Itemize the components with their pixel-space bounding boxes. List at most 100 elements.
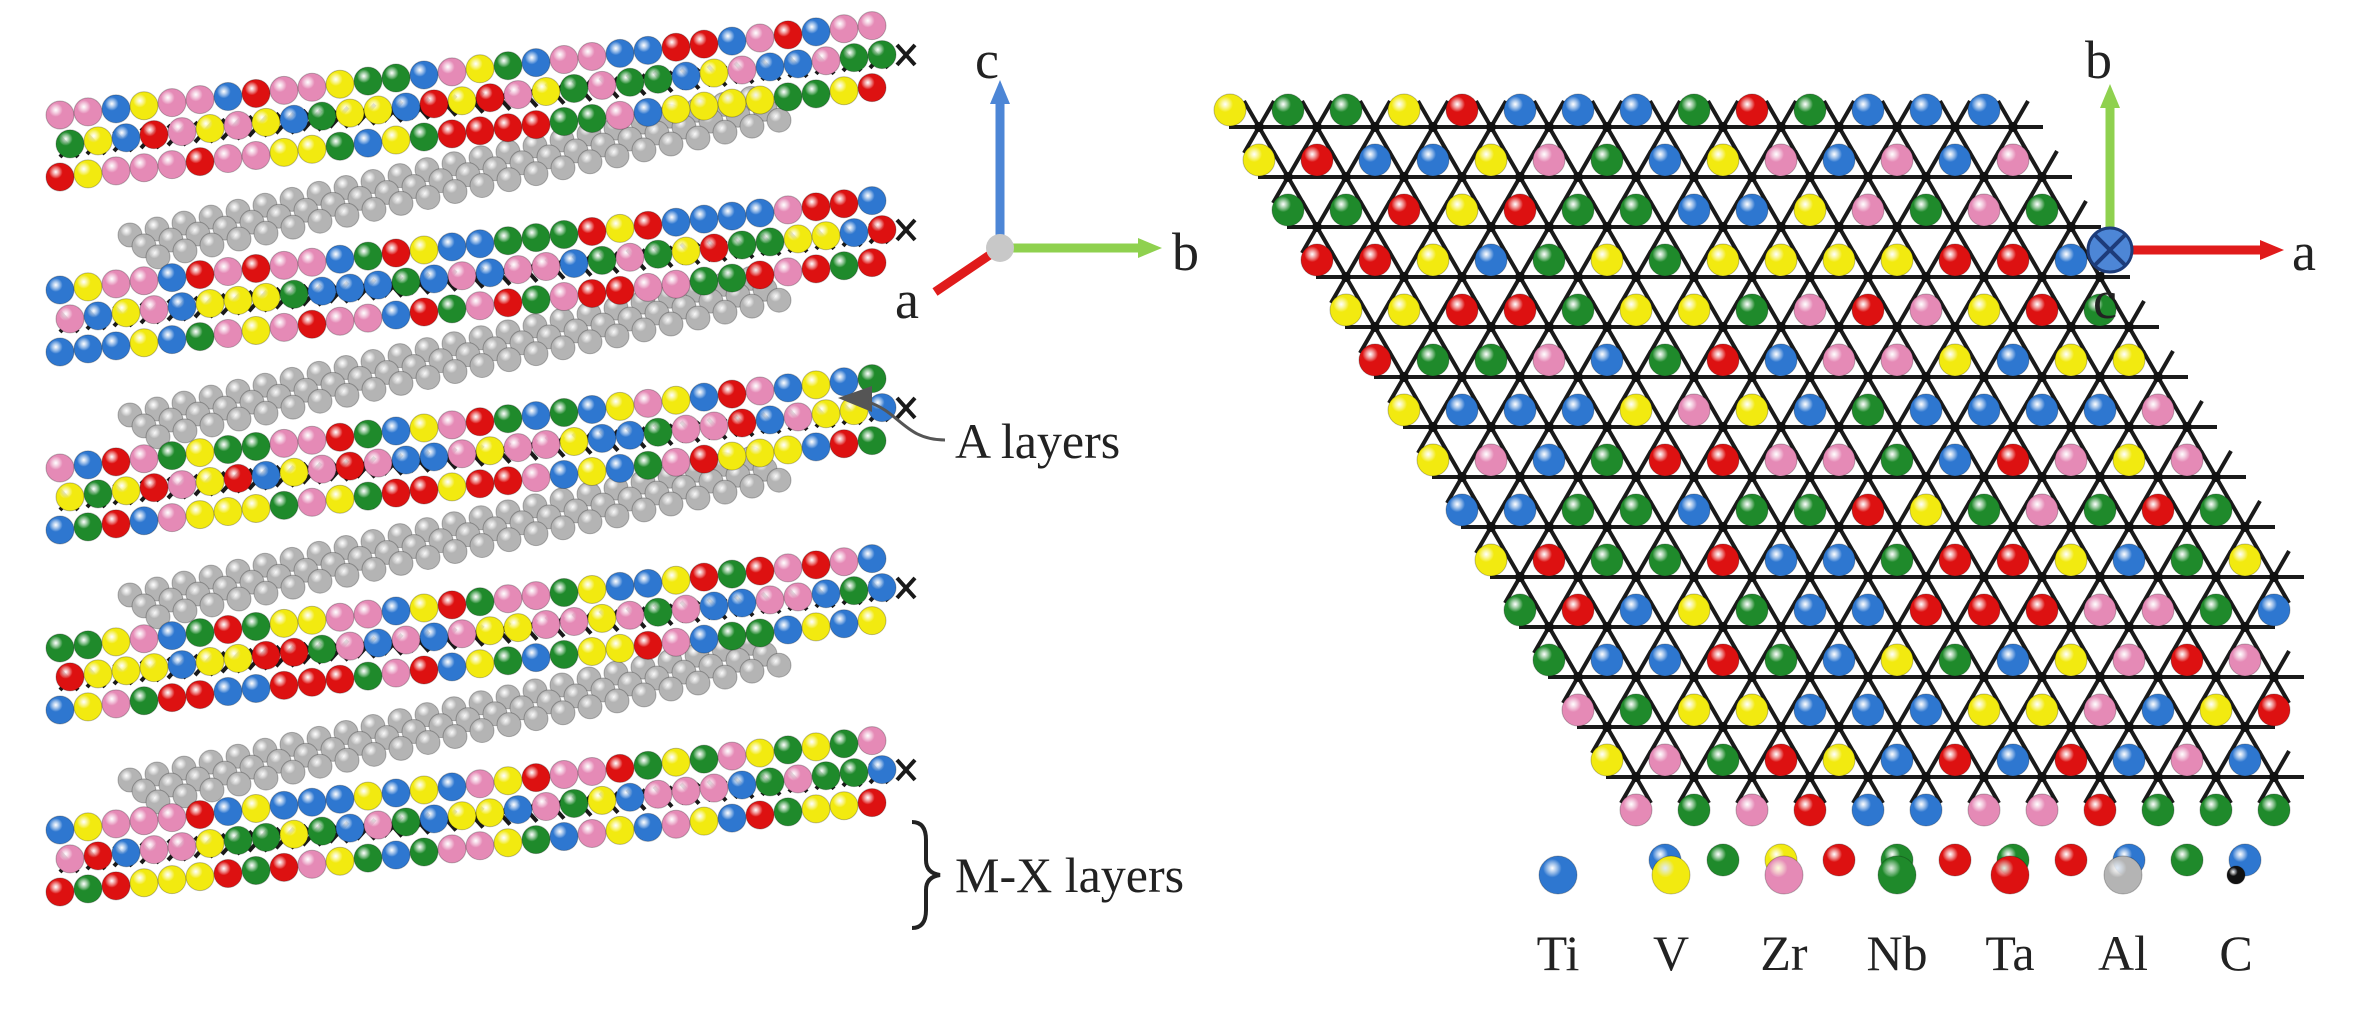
metal-atom (269, 428, 299, 458)
metal-atom (1213, 93, 1247, 127)
metal-atom (1706, 643, 1740, 677)
metal-atom (2257, 793, 2291, 827)
carbon-atom (1370, 222, 1380, 232)
metal-atom (73, 512, 103, 542)
metal-atom (101, 871, 131, 901)
carbon-atom (1718, 422, 1728, 432)
metal-atom (829, 547, 859, 577)
metal-atom (2199, 493, 2233, 527)
metal-atom (391, 625, 421, 655)
al-atom (253, 400, 279, 426)
metal-atom (717, 201, 747, 231)
carbon-atom (1312, 122, 1322, 132)
al-atom (388, 190, 414, 216)
metal-atom (717, 621, 747, 651)
metal-atom (363, 628, 393, 658)
a-layers-label: A layers (955, 413, 1120, 469)
metal-atom (1793, 293, 1827, 327)
metal-atom (363, 270, 393, 300)
metal-atom (2170, 743, 2204, 777)
metal-atom (213, 677, 243, 707)
metal-atom (45, 275, 75, 305)
metal-atom (1677, 493, 1711, 527)
carbon-atom (2008, 622, 2018, 632)
al-atom (658, 676, 684, 702)
metal-atom (241, 611, 271, 641)
carbon-atom (1892, 622, 1902, 632)
metal-atom (2025, 193, 2059, 227)
metal-atom (2228, 743, 2262, 777)
metal-atom (717, 803, 747, 833)
carbon-atom (2066, 522, 2076, 532)
carbon-atom (1805, 172, 1815, 182)
al-atom (388, 370, 414, 396)
carbon-atom (1747, 472, 1757, 482)
legend-item-zr: Zr (1760, 855, 1808, 981)
carbon-atom (2095, 672, 2105, 682)
carbon-atom (2124, 622, 2134, 632)
al-atom (253, 580, 279, 606)
metal-atom (2170, 543, 2204, 577)
metal-atom (577, 216, 607, 246)
metal-atom (727, 770, 757, 800)
carbon-atom (2269, 672, 2279, 682)
metal-atom (1416, 143, 1450, 177)
metal-atom (1938, 543, 1972, 577)
al-atom (766, 467, 792, 493)
metal-atom (699, 411, 729, 441)
metal-atom (2083, 793, 2117, 827)
metal-atom (615, 242, 645, 272)
metal-atom (549, 460, 579, 490)
metal-atom (549, 107, 579, 137)
metal-atom (447, 261, 477, 291)
metal-atom (1387, 393, 1421, 427)
carbon-atom (2008, 422, 2018, 432)
metal-atom (419, 622, 449, 652)
metal-atom (223, 285, 253, 315)
al-atom (334, 747, 360, 773)
metal-atom (1851, 293, 1885, 327)
metal-atom (1822, 543, 1856, 577)
metal-atom (615, 420, 645, 450)
metal-atom (335, 631, 365, 661)
metal-atom (307, 101, 337, 131)
metal-atom (811, 579, 841, 609)
mx-layer (45, 726, 917, 907)
al-atom (604, 503, 630, 529)
metal-atom (745, 738, 775, 768)
metal-atom (745, 556, 775, 586)
carbon-atom (2153, 372, 2163, 382)
al-atom (415, 364, 441, 390)
metal-atom (101, 809, 131, 839)
metal-atom (139, 295, 169, 325)
metal-atom (381, 300, 411, 330)
metal-atom (73, 334, 103, 364)
carbon-atom (1950, 122, 1960, 132)
metal-atom (2170, 443, 2204, 477)
metal-atom (353, 481, 383, 511)
metal-atom (325, 306, 355, 336)
metal-atom (801, 794, 831, 824)
carbon-atom (1399, 372, 1409, 382)
carbon-atom (1834, 622, 1844, 632)
carbon-atom (1747, 372, 1757, 382)
al-atom (199, 412, 225, 438)
metal-atom (2141, 493, 2175, 527)
carbon-atom (1979, 472, 1989, 482)
carbon-atom (1950, 722, 1960, 732)
carbon-atom (1544, 422, 1554, 432)
al-atom (442, 724, 468, 749)
carbon-atom (1602, 322, 1612, 332)
metal-atom (353, 419, 383, 449)
metal-atom (325, 784, 355, 814)
al-atom (415, 729, 441, 755)
metal-atom (605, 753, 635, 783)
metal-atom (577, 756, 607, 786)
carbon-atom (2124, 422, 2134, 432)
carbon-atom (2211, 572, 2221, 582)
carbon-atom (1602, 622, 1612, 632)
al-atom (766, 107, 792, 133)
zr-legend-swatch (1764, 855, 1804, 895)
metal-atom (465, 649, 495, 679)
carbon-atom (1486, 422, 1496, 432)
